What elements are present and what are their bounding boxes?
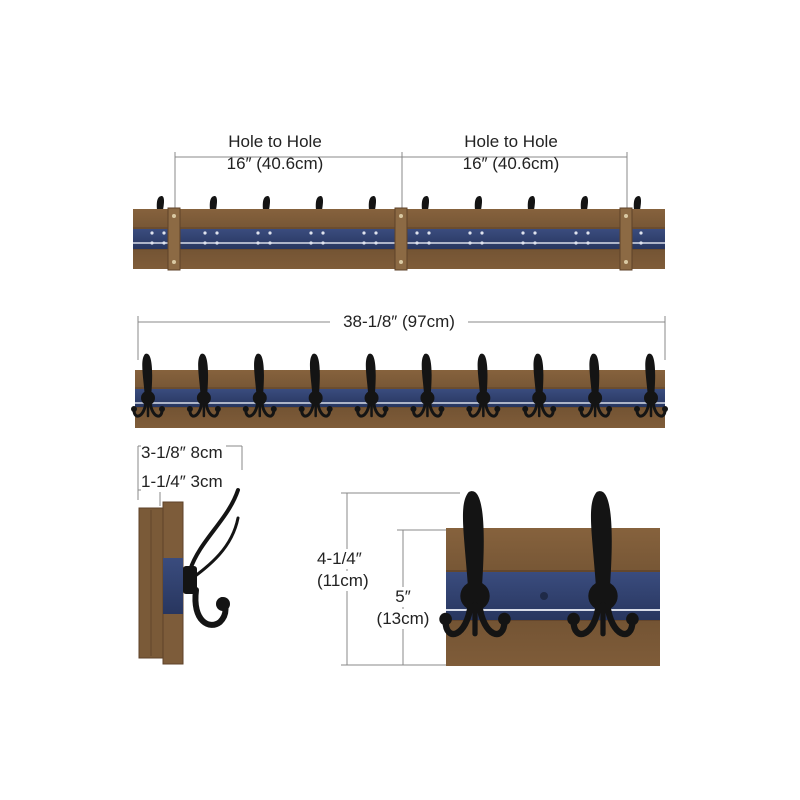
side-view-navy-strip: [163, 558, 183, 614]
closeup-view-rack: [341, 491, 660, 666]
tri-hook-icon: [298, 353, 333, 418]
hook-side-profile-icon: [183, 488, 240, 628]
upper-hook-height-line1: 5″: [372, 587, 434, 607]
total-depth-label: 3-1/8″ 8cm: [141, 443, 226, 463]
hook-tip-icon: [474, 196, 482, 210]
lower-hook-height-line2: (11cm): [317, 571, 369, 591]
overall-length-dimension-line: [137, 316, 666, 360]
hole-spacing-dimension-lines: [174, 152, 628, 212]
closeup-hooks: [439, 491, 639, 638]
tri-hook-icon: [522, 353, 557, 418]
closeup-screw: [540, 592, 548, 600]
hook-tip-icon: [156, 196, 164, 210]
tri-hook-icon: [410, 353, 445, 418]
front-view-hooks: [131, 353, 668, 418]
overall-length-label: 38-1/8″ (97cm): [330, 312, 468, 332]
top-view-hook-tips: [156, 196, 641, 210]
tri-hook-icon: [466, 353, 501, 418]
tri-hook-icon: [131, 353, 165, 418]
hook-tip-icon: [368, 196, 376, 210]
top-view-strip-screws: [150, 231, 643, 245]
tri-hook-icon: [242, 353, 277, 418]
tri-hook-icon: [439, 491, 511, 638]
hook-tip-icon: [315, 196, 323, 210]
mounting-brackets: [167, 207, 633, 271]
board-depth-label: 1-1/4″ 3cm: [141, 472, 226, 492]
front-view-rack: [131, 316, 668, 428]
tri-hook-icon: [578, 353, 613, 418]
hook-tip-icon: [262, 196, 270, 210]
hook-tip-icon: [527, 196, 535, 210]
tri-hook-icon: [186, 353, 221, 418]
hole-spacing-right-line2: 16″ (40.6cm): [462, 154, 560, 173]
hole-spacing-right-line1: Hole to Hole: [464, 132, 558, 151]
hook-tip-icon: [580, 196, 588, 210]
hook-tip-icon: [633, 196, 641, 210]
tri-hook-icon: [634, 353, 668, 418]
top-view-rack: [133, 152, 665, 271]
front-view-navy-strip: [135, 389, 665, 407]
lower-hook-height-line1: 4-1/4″: [317, 549, 362, 569]
hole-spacing-left-line2: 16″ (40.6cm): [226, 154, 324, 173]
tri-hook-icon: [567, 491, 639, 638]
hook-tip-icon: [421, 196, 429, 210]
upper-hook-height-line2: (13cm): [372, 609, 434, 629]
tri-hook-icon: [354, 353, 389, 418]
hook-tip-icon: [209, 196, 217, 210]
hole-spacing-left-line1: Hole to Hole: [228, 132, 322, 151]
